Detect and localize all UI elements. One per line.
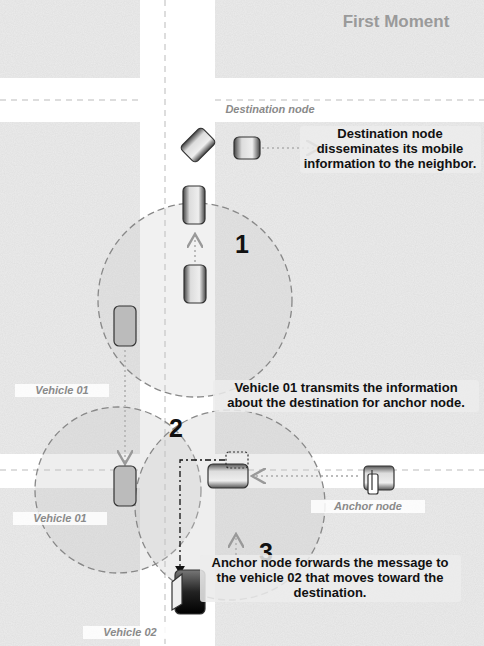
step-note: Vehicle 01 transmits the information abo… [213,380,479,412]
heading: First Moment [311,12,481,32]
node-label: Anchor node [311,500,425,513]
vehicle [114,127,394,614]
step-note: Destination node disseminates its mobile… [300,126,481,173]
step-note: Anchor node forwards the message to the … [200,555,461,602]
node-label: Destination node [198,103,342,116]
node-label: Vehicle 01 [15,384,109,397]
callout-number: 2 [161,414,191,443]
motion-arrow [125,148,358,560]
callout-number: 1 [227,230,257,259]
node-label: Vehicle 01 [13,512,107,525]
node-label: Vehicle 02 [83,626,177,639]
